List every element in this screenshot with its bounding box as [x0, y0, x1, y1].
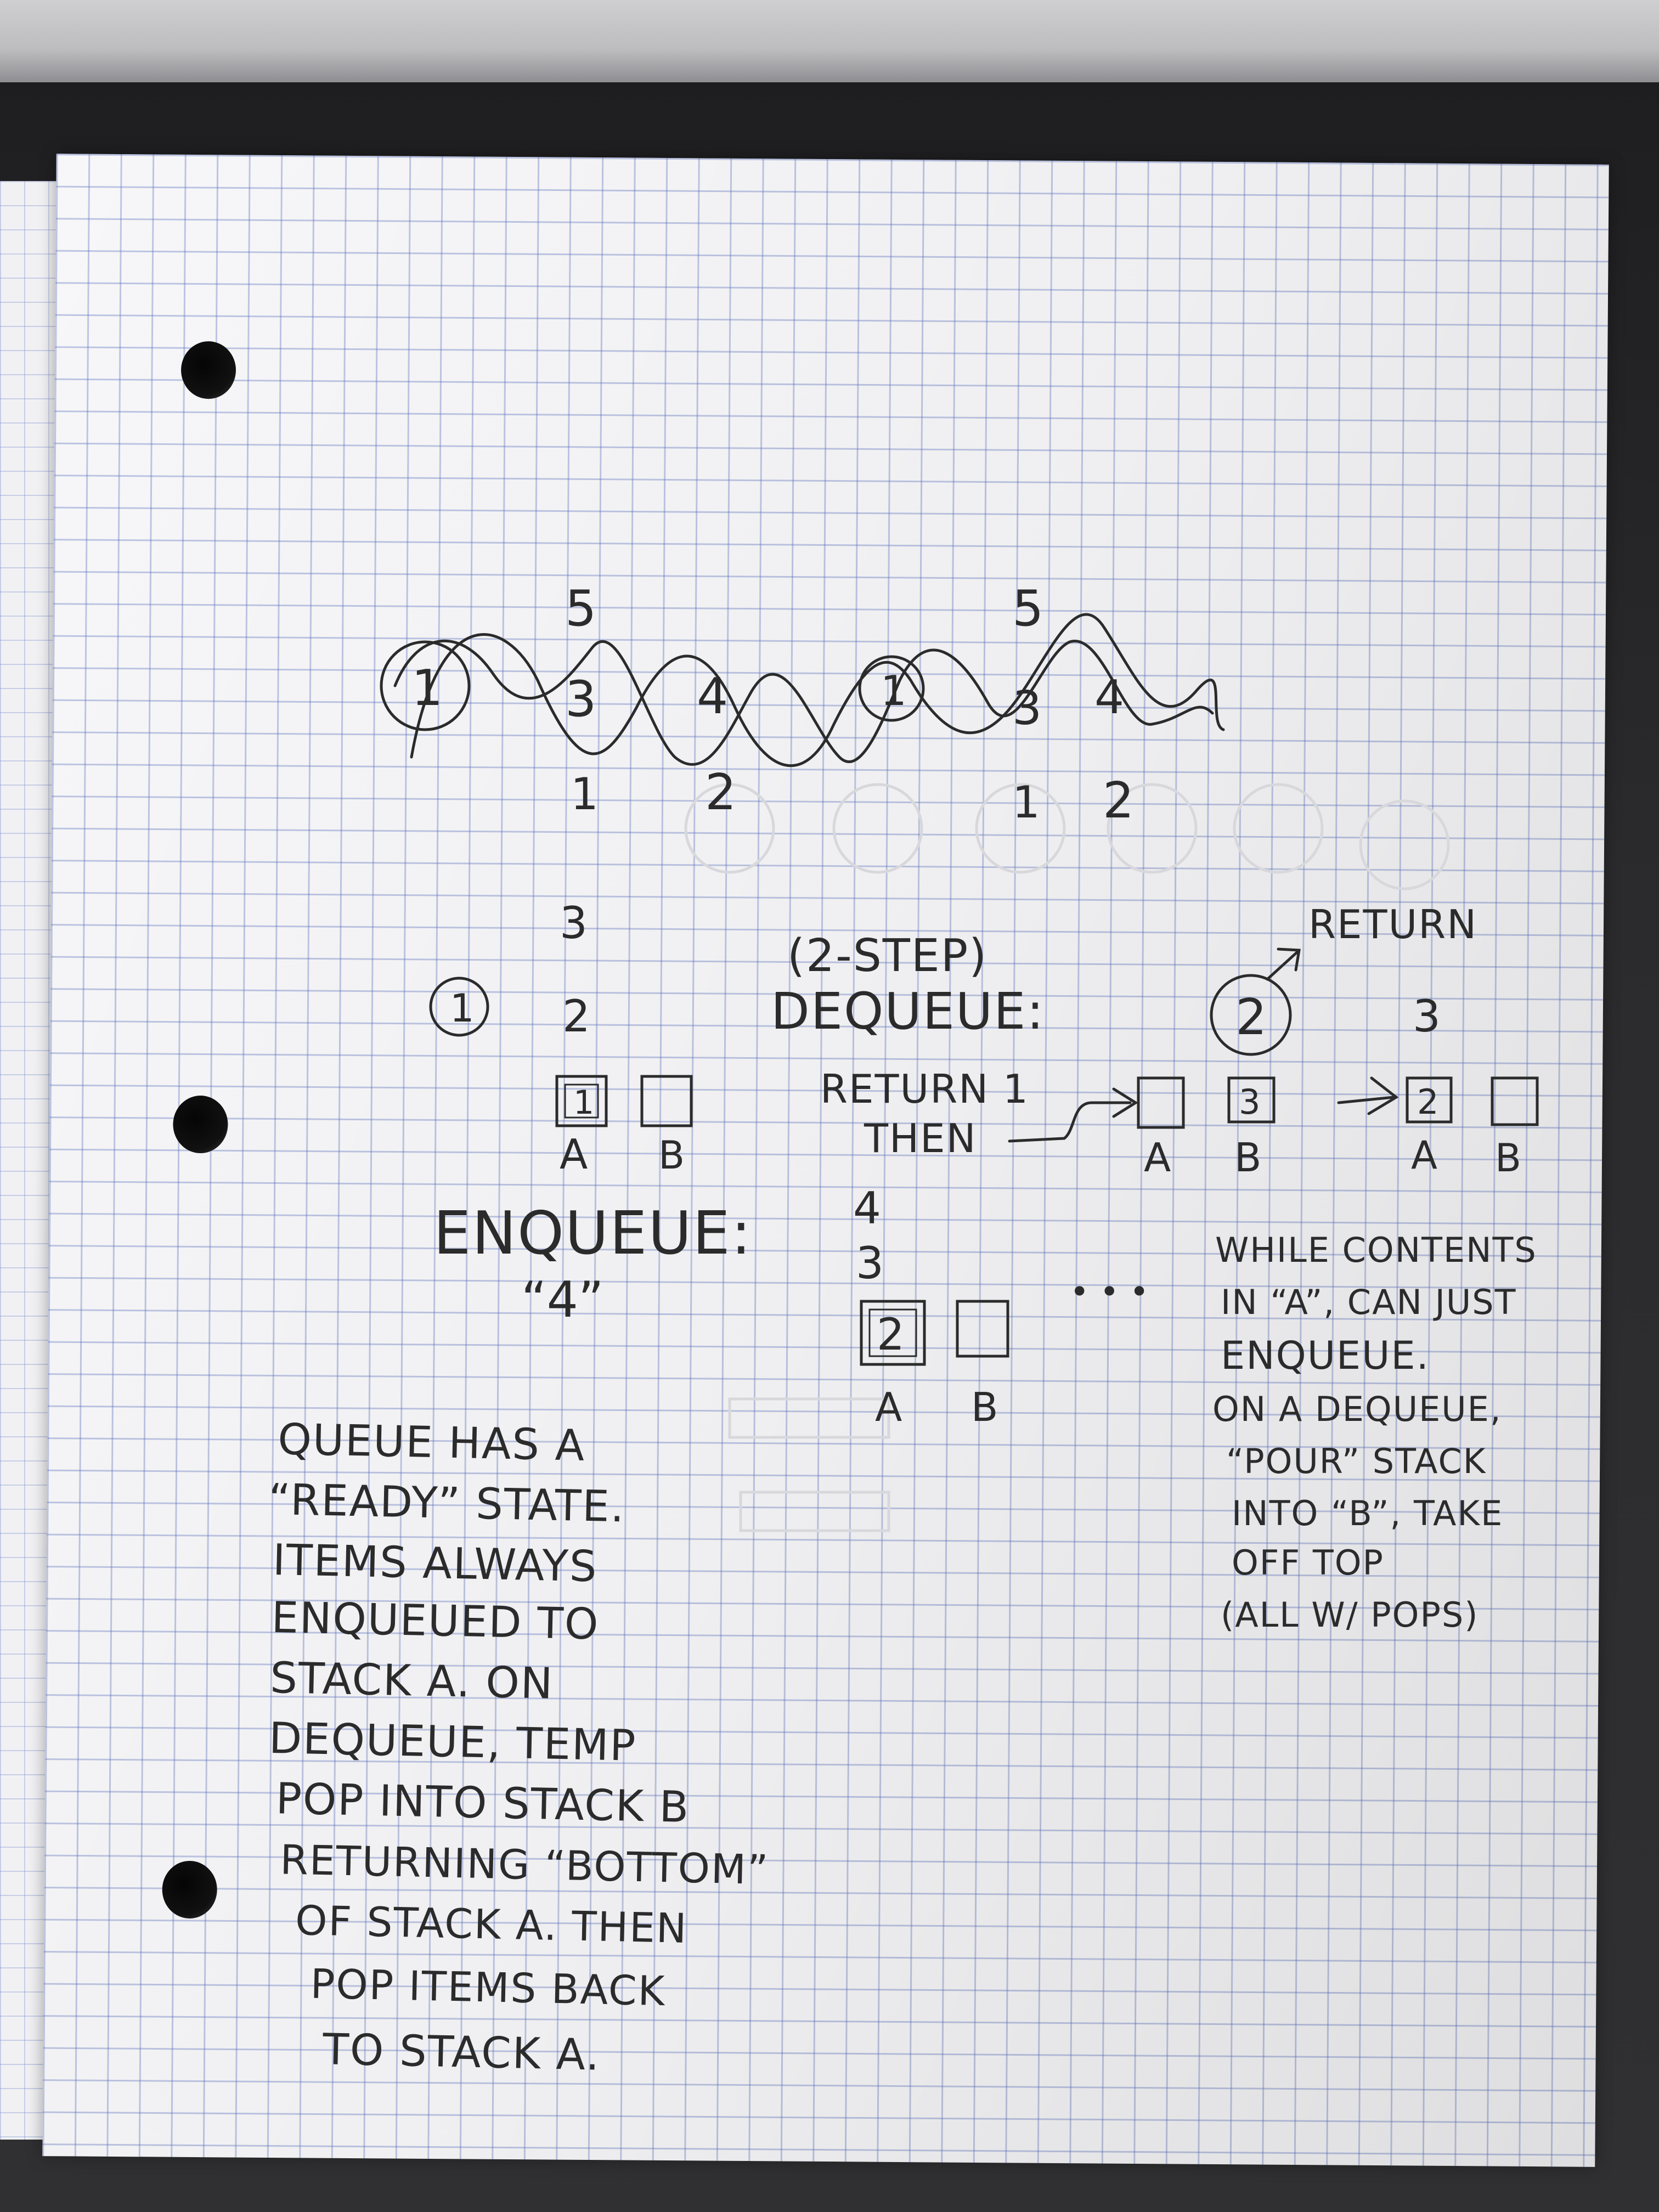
num-right-4: 4 — [1094, 670, 1124, 725]
stack-b-box — [640, 1075, 693, 1127]
notes-left: QUEUE HAS A “READY” STATE. ITEMS ALWAYS … — [268, 1415, 770, 2080]
enqueue-title: ENQUEUE: — [433, 1199, 752, 1268]
dequeue-circle-2-ring — [1210, 974, 1292, 1056]
erased-marks — [684, 783, 1450, 1532]
note-right-line-2: IN “A”, CAN JUST — [1221, 1282, 1516, 1322]
enqueue-value: “4” — [521, 1271, 604, 1329]
dequeue-b2-box — [1491, 1076, 1539, 1126]
note-left-line-7: POP INTO STACK B — [275, 1774, 690, 1832]
stack-initial-circle-1: 1 — [450, 986, 475, 1031]
num-left-4: 4 — [697, 668, 728, 725]
note-left-line-10: POP ITEMS BACK — [310, 1961, 667, 2016]
num-left-2: 2 — [705, 764, 736, 821]
dequeue-b-box — [1227, 1076, 1276, 1124]
note-left-line-8: RETURNING “BOTTOM” — [280, 1836, 770, 1894]
note-left-line-1: QUEUE HAS A — [278, 1415, 586, 1471]
dequeue-a-label: A — [1144, 1135, 1171, 1181]
laptop-edge — [0, 0, 1659, 82]
dequeue-b-label: B — [1234, 1135, 1261, 1181]
stack-a-box — [555, 1075, 608, 1127]
note-right-line-1: WHILE CONTENTS — [1215, 1230, 1537, 1270]
dequeue-a2-box — [1406, 1076, 1453, 1124]
enqueue-ellipsis: • • • — [1070, 1273, 1149, 1311]
enqueue-b-box — [956, 1300, 1009, 1358]
dequeue-line-2: THEN — [864, 1115, 977, 1161]
circle-right-1: 1 — [881, 667, 907, 715]
note-left-line-11: TO STACK A. — [321, 2025, 601, 2080]
dequeue-a-box — [1137, 1076, 1185, 1129]
note-left-line-2: “READY” STATE. — [268, 1475, 625, 1532]
wave-line-2 — [393, 639, 1214, 766]
dequeue-b2-label: B — [1495, 1136, 1521, 1181]
note-right-line-4: ON A DEQUEUE, — [1212, 1389, 1502, 1429]
enqueue-stack-4: 4 — [853, 1183, 881, 1234]
circle-right-1-ring — [858, 655, 925, 722]
dequeue-line-1: RETURN 1 — [820, 1066, 1029, 1112]
enqueue-a-box — [860, 1300, 926, 1366]
note-left-line-4: ENQUEUED TO — [271, 1593, 600, 1649]
stack-state-initial: 3 2 1 1 A B — [429, 898, 693, 1178]
note-left-line-3: ITEMS ALWAYS — [272, 1536, 598, 1592]
note-right-line-3: ENQUEUE. — [1221, 1333, 1430, 1378]
stack-initial-3: 3 — [560, 898, 588, 949]
note-right-line-6: INTO “B”, TAKE — [1232, 1493, 1503, 1533]
num-right-3: 3 — [1012, 681, 1042, 736]
stack-initial-2: 2 — [562, 991, 590, 1042]
dequeue-title: DEQUEUE: — [771, 982, 1045, 1041]
enqueue-b-label: B — [971, 1384, 998, 1430]
wave-lines — [393, 613, 1225, 768]
enqueue-section: ENQUEUE: “4” 4 3 2 A B • • • — [433, 1183, 1149, 1430]
note-left-line-5: STACK A. ON — [270, 1654, 555, 1709]
circle-left-1: 1 — [411, 659, 443, 717]
num-right-5: 5 — [1012, 580, 1043, 637]
stack-a-value: 1 — [573, 1084, 594, 1122]
enqueue-a-label: A — [875, 1384, 902, 1430]
note-right-line-8: (ALL W/ POPS) — [1221, 1595, 1479, 1635]
note-right-line-7: OFF TOP — [1232, 1543, 1384, 1583]
num-left-5: 5 — [565, 580, 596, 637]
dequeue-circle-2: 2 — [1235, 989, 1267, 1046]
notes-right: WHILE CONTENTS IN “A”, CAN JUST ENQUEUE.… — [1212, 1230, 1537, 1635]
note-left-line-9: OF STACK A. THEN — [295, 1897, 688, 1953]
num-left-1: 1 — [571, 769, 599, 820]
note-left-line-6: DEQUEUE, TEMP — [268, 1714, 637, 1771]
enqueue-a-value: 2 — [877, 1309, 905, 1360]
wave-line-1 — [410, 613, 1225, 768]
dequeue-step-label: (2-STEP) — [787, 930, 988, 982]
num-right-1: 1 — [1012, 777, 1040, 828]
dequeue-right-3: 3 — [1413, 991, 1441, 1042]
return-arrow — [1266, 947, 1301, 981]
num-left-3: 3 — [565, 670, 596, 728]
note-right-line-5: “POUR” STACK — [1226, 1441, 1486, 1481]
dequeue-arrow — [1008, 1087, 1138, 1143]
circle-left-1-ring — [380, 640, 471, 731]
dequeue-a2-value: 2 — [1417, 1082, 1438, 1122]
dequeue-section: (2-STEP) DEQUEUE: RETURN 1 THEN 3 A B 2 … — [771, 901, 1539, 1181]
stack-a-label: A — [560, 1130, 588, 1178]
transition-arrow — [1337, 1076, 1399, 1115]
num-right-2: 2 — [1103, 772, 1134, 830]
enqueue-stack-3: 3 — [856, 1238, 884, 1289]
dequeue-b-value: 3 — [1239, 1082, 1260, 1122]
wave-numbers: 5 3 4 1 2 5 3 4 1 2 1 1 — [380, 580, 1134, 830]
dequeue-a2-label: A — [1411, 1133, 1437, 1178]
stack-b-label: B — [658, 1133, 685, 1178]
stack-initial-circle-ring — [429, 977, 489, 1037]
dequeue-return-label: RETURN — [1308, 901, 1477, 947]
